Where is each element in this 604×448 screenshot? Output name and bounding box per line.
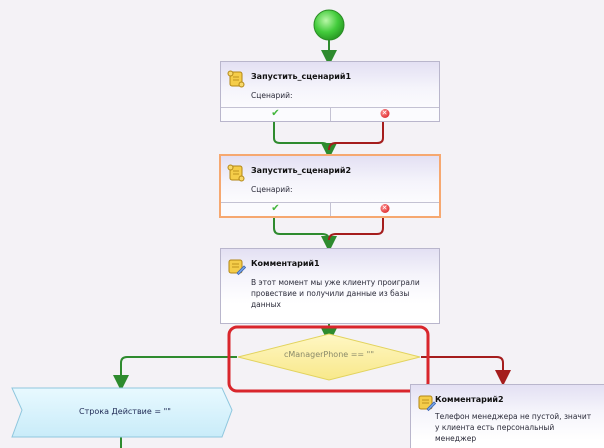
block-comment-1[interactable]: Комментарий1 В этот момент мы уже клиент…: [220, 248, 440, 324]
success-port-checkmark-icon[interactable]: ✔: [271, 203, 280, 214]
comment-icon: [416, 392, 437, 412]
comment-icon: [226, 256, 247, 276]
error-port-x-icon[interactable]: ✕: [380, 204, 389, 213]
wire-run1-error: [328, 121, 384, 151]
start-node[interactable]: [313, 9, 345, 41]
block-title: Запустить_сценарий2: [251, 166, 352, 175]
footer-divider: [330, 108, 331, 121]
block-footer: ✔ ✕: [221, 107, 439, 121]
block-title: Комментарий2: [435, 395, 504, 404]
block-run-scenario-2[interactable]: Запустить_сценарий2 Сценарий: ✔ ✕: [219, 154, 441, 218]
wire-run2-error: [328, 217, 384, 241]
error-port-x-icon[interactable]: ✕: [380, 109, 389, 118]
wire-run2-success: [273, 217, 337, 252]
block-footer: ✔ ✕: [221, 202, 439, 216]
scroll-icon: [226, 163, 246, 183]
condition-label: cManagerPhone == "": [283, 350, 375, 359]
action-label: Строка Действие = "": [79, 407, 171, 416]
block-comment-2[interactable]: Комментарий2 Телефон менеджера не пустой…: [410, 384, 604, 448]
scroll-icon: [226, 69, 246, 89]
action-block[interactable]: [11, 387, 233, 438]
block-title: Запустить_сценарий1: [251, 72, 352, 81]
block-run-scenario-1[interactable]: Запустить_сценарий1 Сценарий: ✔ ✕: [220, 61, 440, 122]
wire-run1-success: [273, 121, 337, 159]
block-description: В этот момент мы уже клиенту проиграли п…: [251, 278, 420, 309]
block-description: Сценарий:: [251, 91, 293, 100]
wire-condition-false: [421, 356, 511, 386]
block-description: Сценарий:: [251, 185, 293, 194]
wire-condition-true: [113, 356, 237, 391]
selection-highlight: [227, 325, 430, 393]
footer-divider: [330, 203, 331, 216]
condition-diamond[interactable]: [237, 333, 421, 381]
success-port-checkmark-icon[interactable]: ✔: [271, 108, 280, 119]
block-description: Телефон менеджера не пустой, значит у кл…: [435, 412, 592, 443]
block-title: Комментарий1: [251, 259, 320, 268]
